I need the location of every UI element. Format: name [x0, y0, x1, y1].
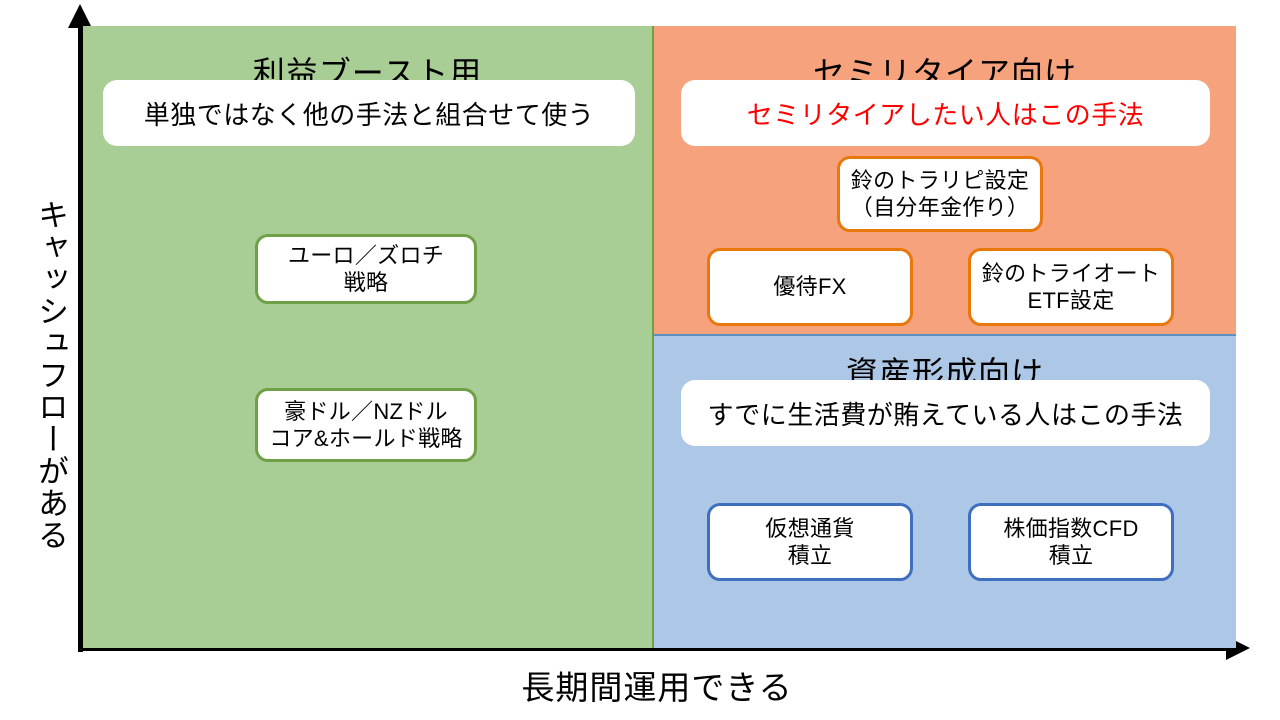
quadrant-profit-boost: 利益ブースト用 単独ではなく他の手法と組合せて使う ユーロ／ズロチ 戦略 豪ドル…: [83, 26, 654, 648]
card-yutai-fx[interactable]: 優待FX: [707, 248, 913, 326]
quadrant-semi-retirement: セミリタイア向け セミリタイアしたい人はこの手法 鈴のトラリピ設定 （自分年金作…: [654, 26, 1236, 336]
y-axis-arrow-icon: [68, 4, 92, 28]
quadrant-bottom-right-banner: すでに生活費が賄えている人はこの手法: [681, 380, 1210, 446]
quadrant-asset-building: 資産形成向け すでに生活費が賄えている人はこの手法 仮想通貨 積立 株価指数CF…: [654, 336, 1236, 648]
card-suzu-triauto-etf-settings[interactable]: 鈴のトライオート ETF設定: [968, 248, 1174, 326]
y-axis-line: [78, 26, 83, 652]
card-suzu-torarip-settings[interactable]: 鈴のトラリピ設定 （自分年金作り）: [837, 156, 1043, 232]
y-axis-title: キャッシュフローがある: [33, 199, 68, 551]
card-stock-index-cfd-accumulation[interactable]: 株価指数CFD 積立: [968, 503, 1174, 581]
quadrant-top-right-banner: セミリタイアしたい人はこの手法: [681, 80, 1210, 146]
card-crypto-accumulation[interactable]: 仮想通貨 積立: [707, 503, 913, 581]
x-axis-line: [78, 646, 1236, 651]
card-euro-zloty-strategy[interactable]: ユーロ／ズロチ 戦略: [255, 234, 477, 304]
card-aud-nzd-core-hold-strategy[interactable]: 豪ドル／NZドル コア&ホールド戦略: [255, 388, 477, 462]
quadrant-left-banner: 単独ではなく他の手法と組合せて使う: [103, 80, 635, 146]
x-axis-title: 長期間運用できる: [521, 669, 793, 706]
